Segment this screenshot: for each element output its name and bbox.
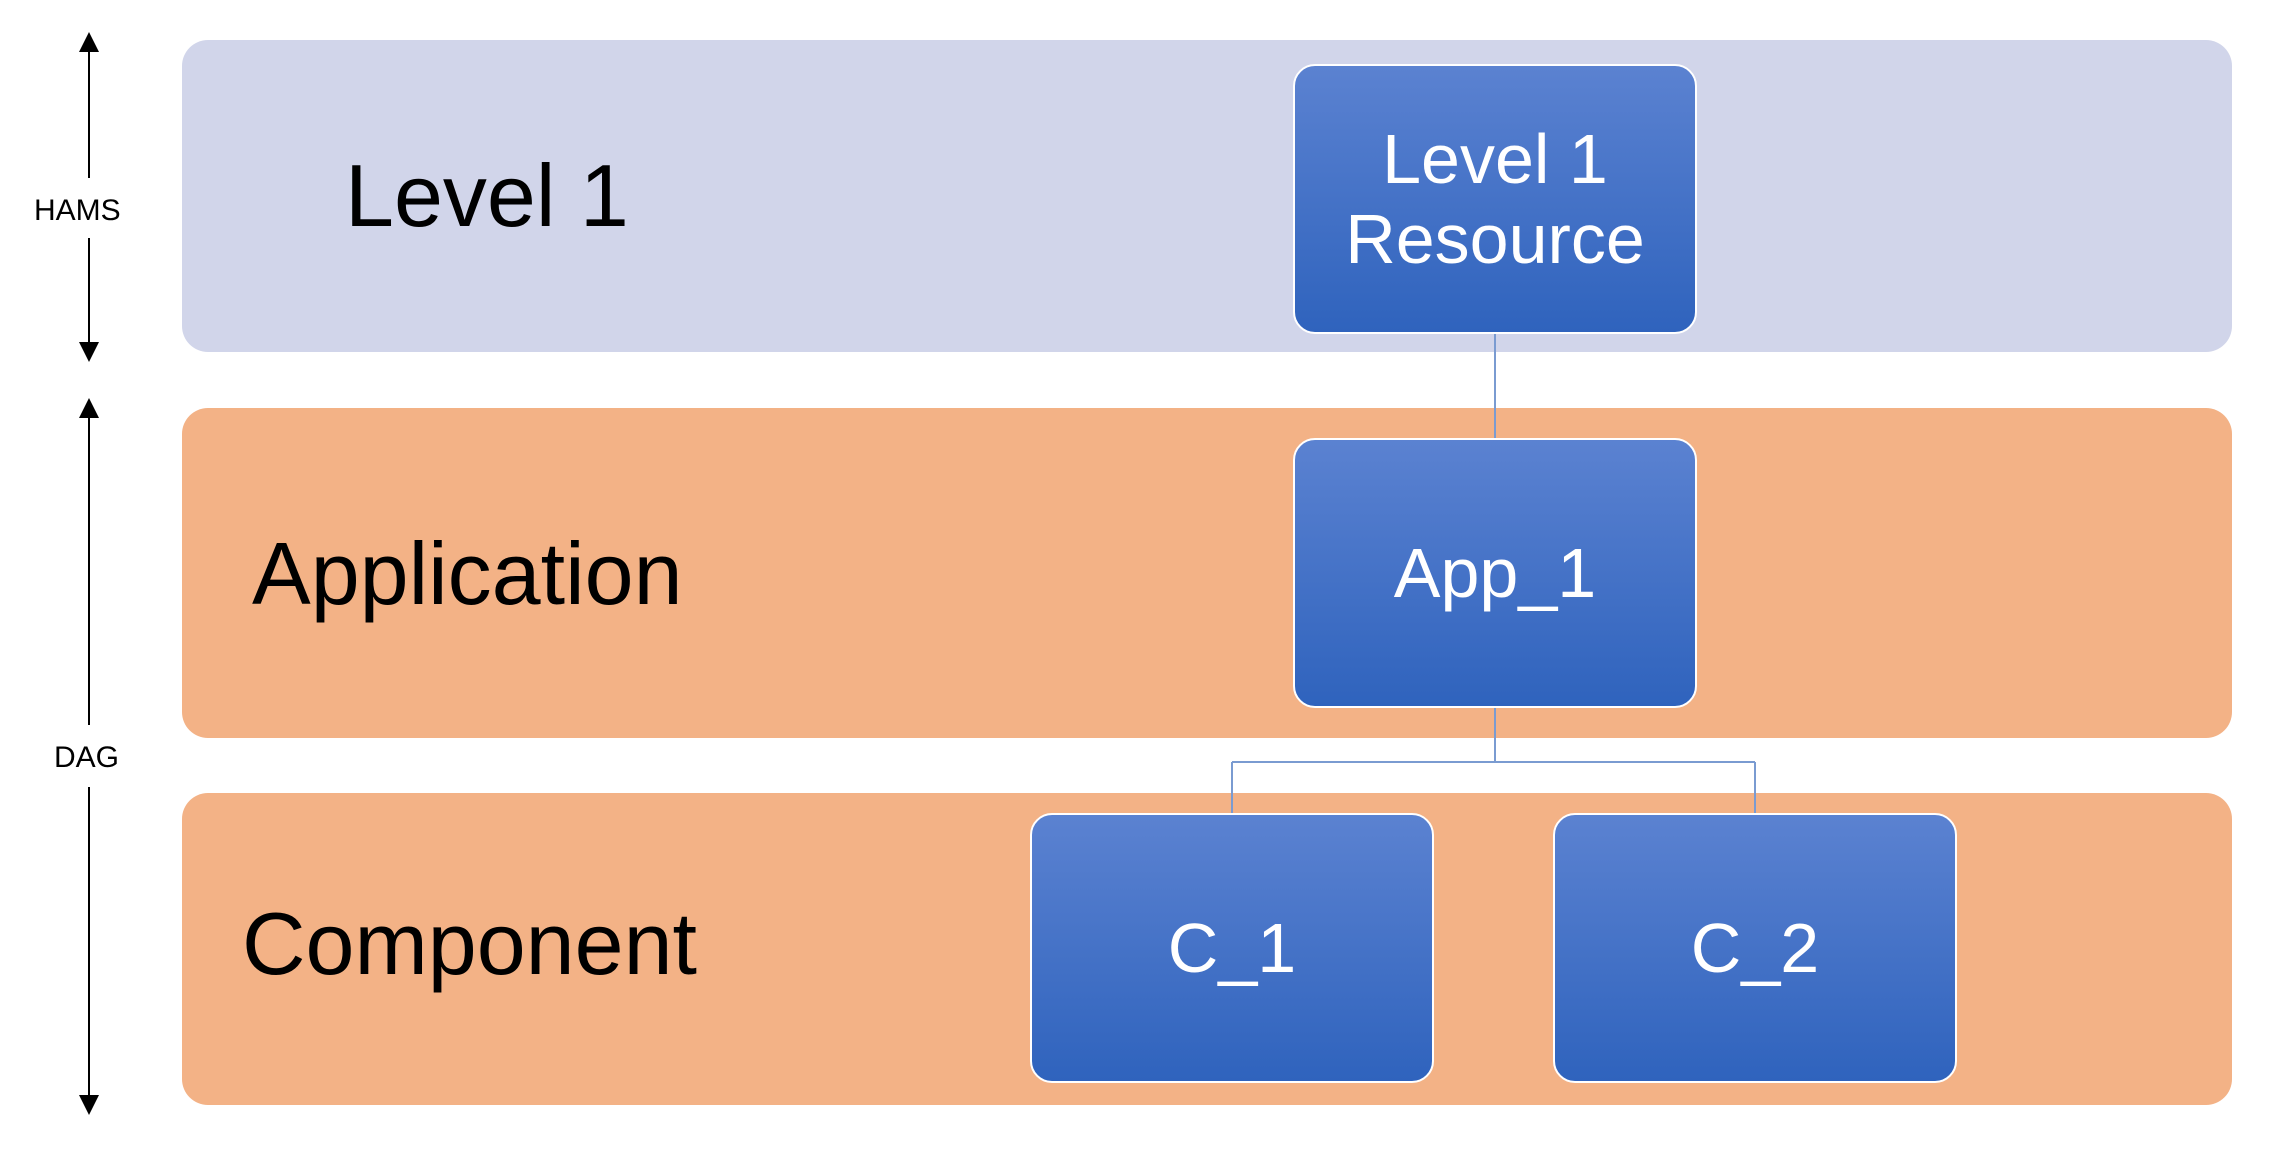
component-band-label: Component [242,894,697,993]
c-1-label: C_1 [1167,908,1297,987]
app-1-node: App_1 [1293,438,1697,708]
c-2-node: C_2 [1553,813,1957,1083]
c-1-node: C_1 [1030,813,1434,1083]
app-1-label: App_1 [1393,533,1597,612]
level1-band [182,40,2232,352]
level1-resource-node: Level 1 Resource [1293,64,1697,334]
c-2-label: C_2 [1690,908,1820,987]
level1-resource-line1: Level 1 [1382,119,1608,198]
dag-label: DAG [54,741,120,774]
level1-resource-line2: Resource [1345,200,1645,278]
level1-band-label: Level 1 [345,146,629,245]
application-band [182,408,2232,738]
hams-label: HAMS [34,194,121,227]
application-band-label: Application [252,524,683,623]
